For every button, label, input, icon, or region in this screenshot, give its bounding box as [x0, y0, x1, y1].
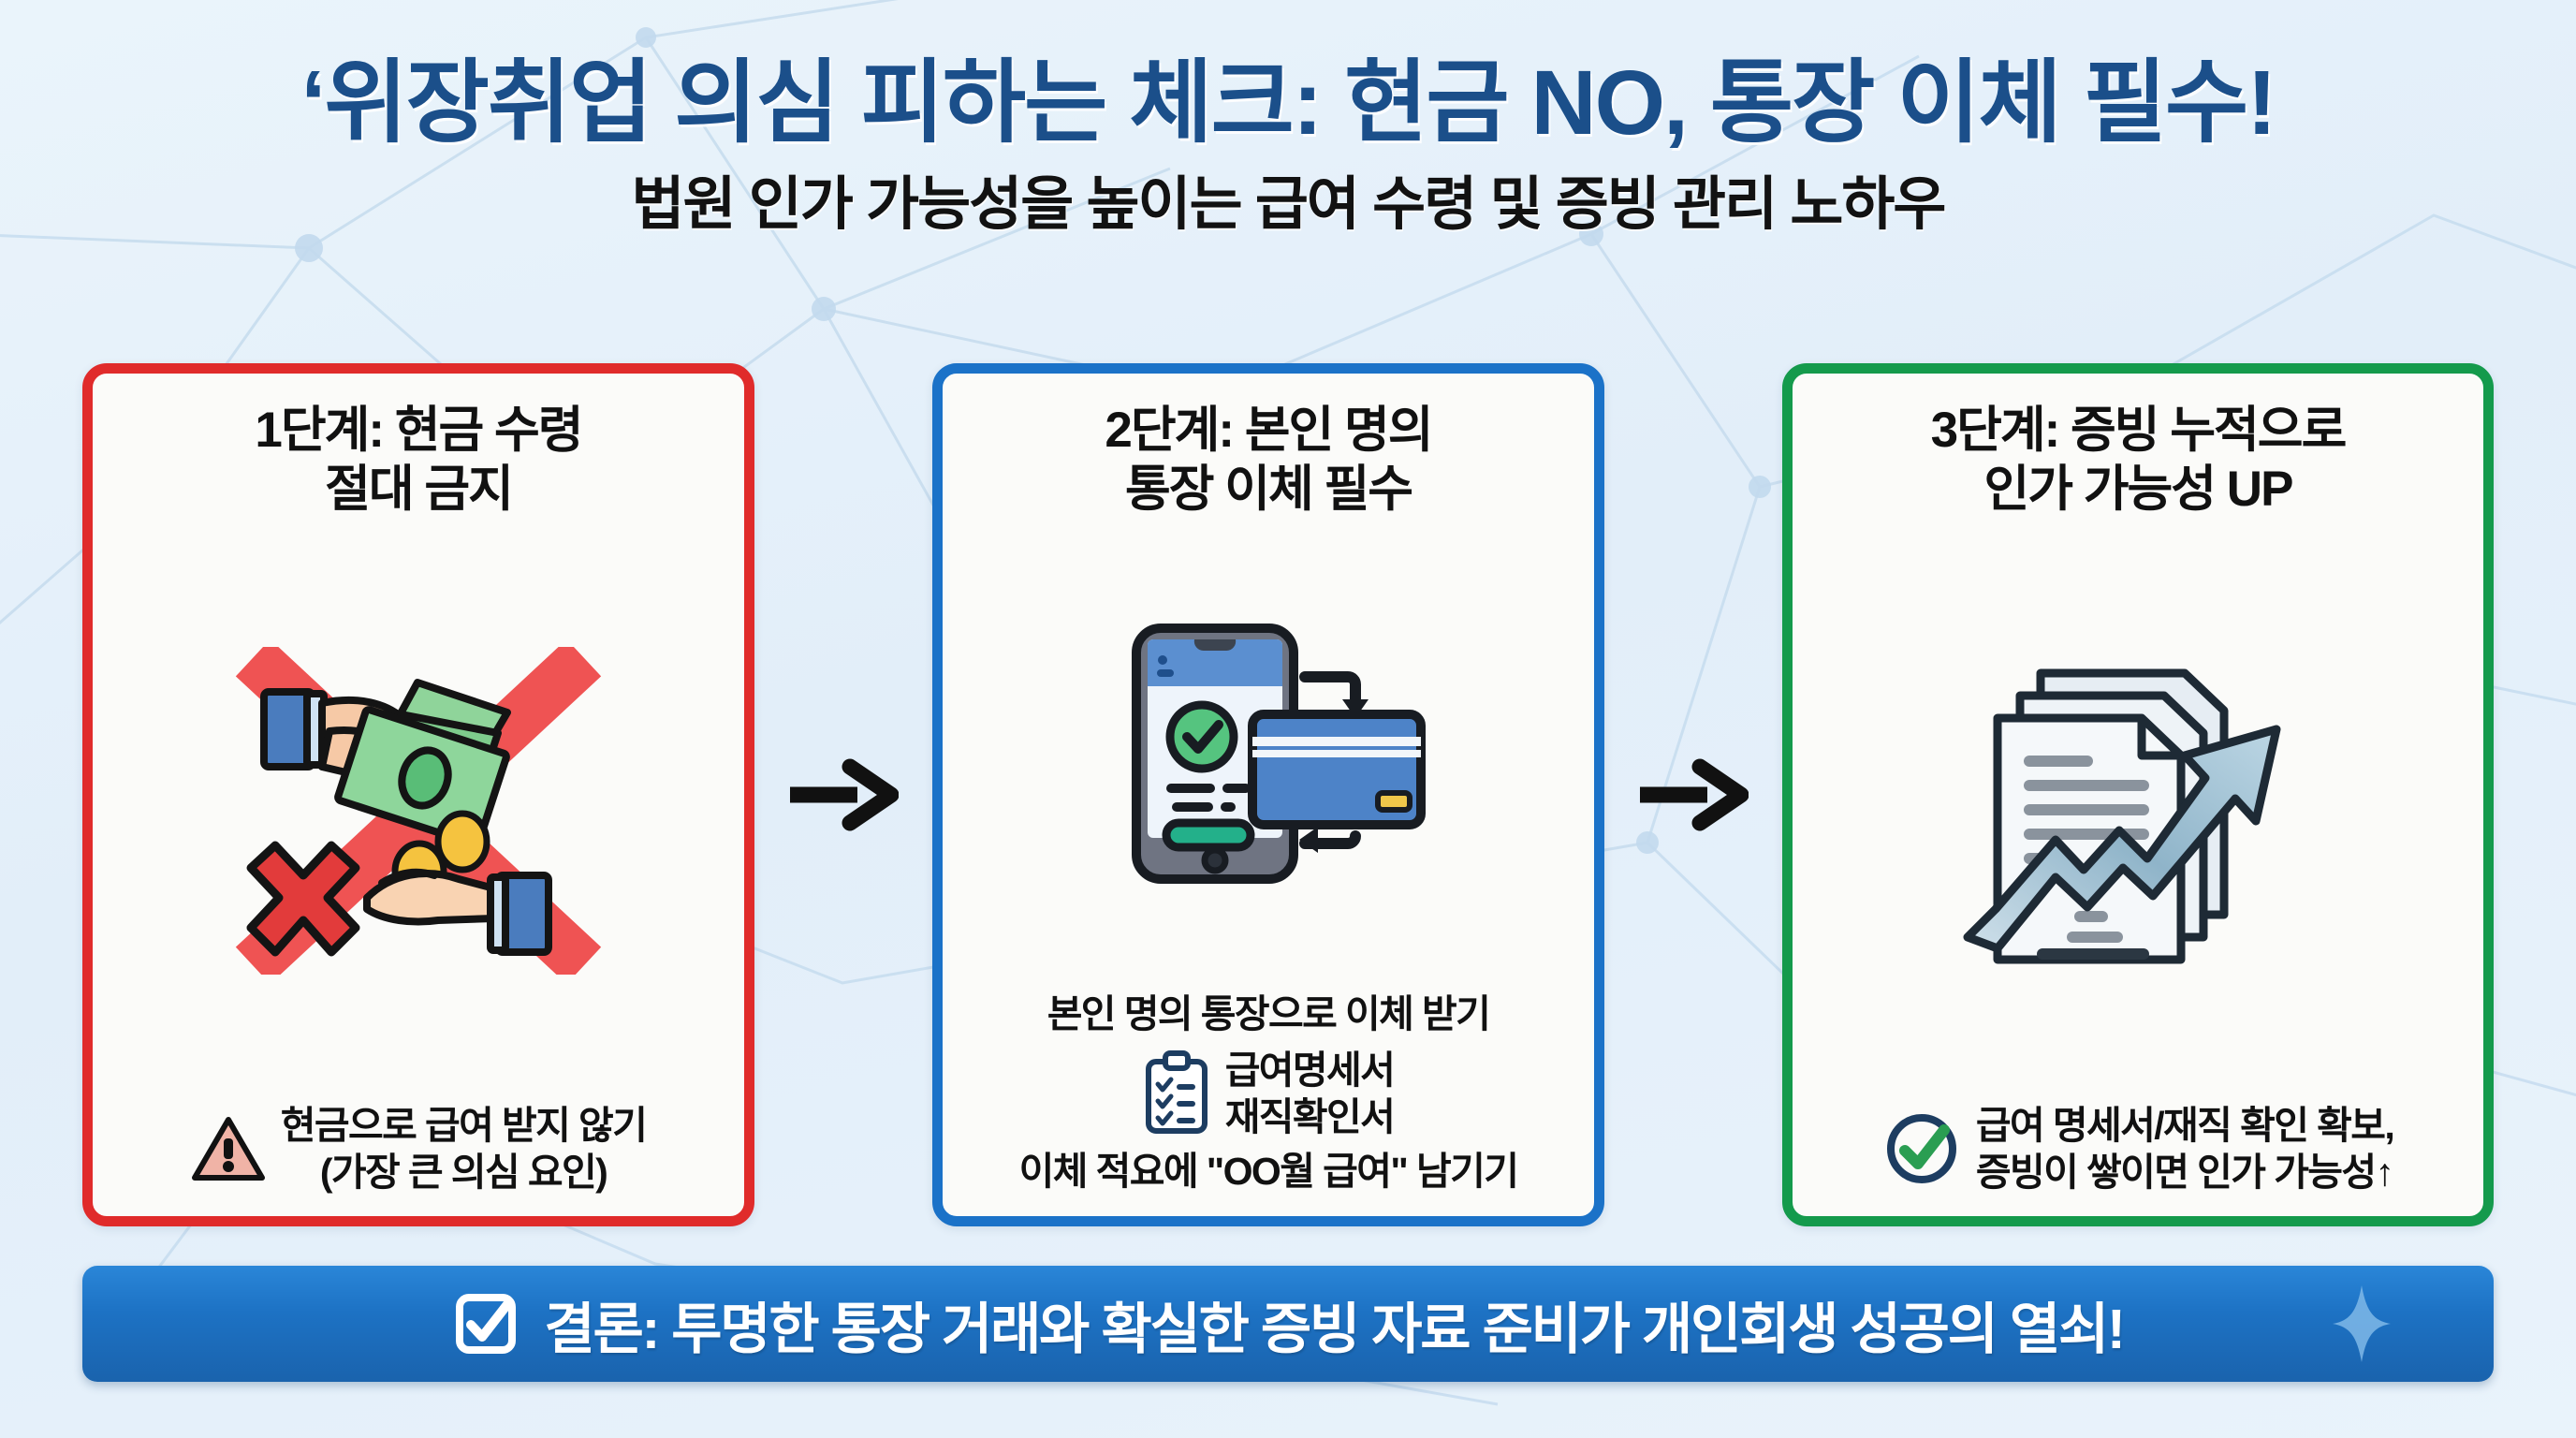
step-1-title: 1단계: 현금 수령 절대 금지 [255, 403, 583, 517]
steps-container: 1단계: 현금 수령 절대 금지 [82, 363, 2494, 1226]
step-2-doc-list: 급여명세서 재직확인서 [1224, 1048, 1396, 1138]
step-card-2: 2단계: 본인 명의 통장 이체 필수 [932, 363, 1604, 1226]
step-2-illustration-area [963, 519, 1573, 990]
step-2-line-2: 이체 적요에 "OO월 급여" 남기기 [1018, 1149, 1519, 1193]
clipboard-checklist-icon [1145, 1049, 1208, 1134]
step-1-footer: 현금으로 급여 받지 않기 (가장 큰 의심 요인) [113, 1102, 724, 1196]
phone-card-transfer-icon [1132, 624, 1426, 885]
step-2-title: 2단계: 본인 명의 통장 이체 필수 [1105, 403, 1433, 517]
step-3-illustration-area [1813, 519, 2463, 1102]
arrow-right-icon [1640, 758, 1749, 831]
conclusion-banner: 결론: 투명한 통장 거래와 확실한 증빙 자료 준비가 개인회생 성공의 열쇠… [82, 1266, 2494, 1382]
header: ‘위장취업 의심 피하는 체크: 현금 NO, 통장 이체 필수! 법원 인가 … [0, 51, 2576, 238]
step-2-footer: 본인 명의 통장으로 이체 받기 [963, 990, 1573, 1196]
warning-triangle-icon [191, 1116, 265, 1181]
step-3-footer: 급여 명세서/재직 확인 확보, 증빙이 쌓이면 인가 가능성↑ [1813, 1102, 2463, 1196]
green-check-circle-icon [1886, 1113, 1956, 1183]
step-2-line-1: 본인 명의 통장으로 이체 받기 [1046, 992, 1491, 1036]
page-title: ‘위장취업 의심 피하는 체크: 현금 NO, 통장 이체 필수! [300, 51, 2276, 154]
step-3-note: 급여 명세서/재직 확인 확보, 증빙이 쌓이면 인가 가능성↑ [1975, 1103, 2395, 1194]
step-card-1: 1단계: 현금 수령 절대 금지 [82, 363, 754, 1226]
sparkle-icon [2333, 1285, 2391, 1362]
documents-growth-arrow-icon [1963, 668, 2281, 964]
cash-handoff-prohibited-icon [235, 646, 602, 975]
step-1-illustration-area [113, 519, 724, 1102]
step-3-title: 3단계: 증빙 누적으로 인가 가능성 UP [1930, 403, 2348, 517]
conclusion-text: 결론: 투명한 통장 거래와 확실한 증빙 자료 준비가 개인회생 성공의 열쇠… [544, 1298, 2125, 1360]
checkbox-checked-icon [456, 1294, 517, 1354]
arrow-gap-2 [1604, 363, 1782, 1226]
arrow-right-icon [790, 758, 899, 831]
page-subtitle: 법원 인가 가능성을 높이는 급여 수령 및 증빙 관리 노하우 [631, 171, 1947, 237]
step-1-note: 현금으로 급여 받지 않기 (가장 큰 의심 요인) [280, 1103, 648, 1194]
step-card-3: 3단계: 증빙 누적으로 인가 가능성 UP [1782, 363, 2494, 1226]
arrow-gap-1 [754, 363, 932, 1226]
